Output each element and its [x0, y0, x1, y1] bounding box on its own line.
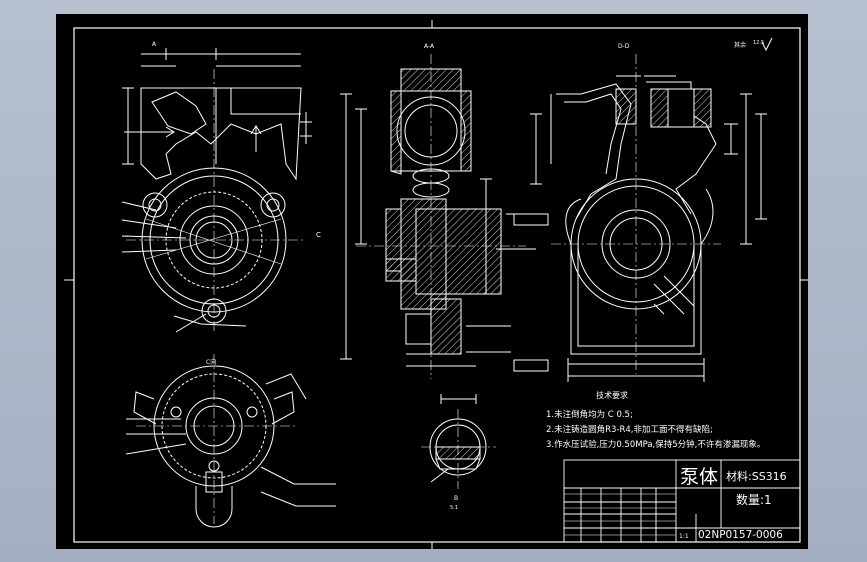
scale-text: 1:1	[679, 533, 689, 540]
section-dd-view	[530, 54, 767, 382]
drawing-svg: A A-A D-D C C向 B 5:1 其余 12.5 技术要求 1.未注倒角…	[64, 20, 808, 549]
title-block	[563, 459, 801, 543]
tech-req-title: 技术要求	[596, 390, 628, 400]
view-a-label: A	[152, 41, 157, 48]
section-b-label: B	[454, 495, 458, 502]
view-c	[125, 354, 336, 528]
tech-req-item-3: 3.作水压试验,压力0.50MPa,保持5分钟,不许有渗漏现象。	[546, 439, 765, 450]
tech-req-item-2: 2.未注铸造圆角R3-R4,非加工面不得有缺陷;	[546, 424, 713, 435]
tech-req-item-1: 1.未注倒角均为 C 0.5;	[546, 409, 633, 420]
section-b-scale: 5:1	[450, 505, 458, 511]
material-text: 材料:SS316	[726, 469, 787, 483]
surface-finish-label: 其余	[734, 41, 746, 49]
view-c-arrow-label: C	[316, 231, 321, 239]
section-aa-view	[340, 54, 549, 379]
surface-finish-value: 12.5	[753, 40, 764, 46]
drawing-number: 02NP0157-0006	[698, 529, 783, 541]
roughness-symbol-icon	[761, 37, 773, 52]
section-dd-label: D-D	[618, 43, 630, 50]
drawing-border	[73, 27, 801, 543]
drawing-sheet[interactable]: A A-A D-D C C向 B 5:1 其余 12.5 技术要求 1.未注倒角…	[56, 14, 808, 549]
part-name: 泵体	[680, 466, 718, 488]
view-c-title: C向	[206, 358, 216, 366]
section-aa-label: A-A	[424, 43, 435, 50]
section-b-view	[421, 394, 496, 489]
front-view	[121, 48, 312, 334]
quantity-text: 数量:1	[736, 492, 772, 507]
